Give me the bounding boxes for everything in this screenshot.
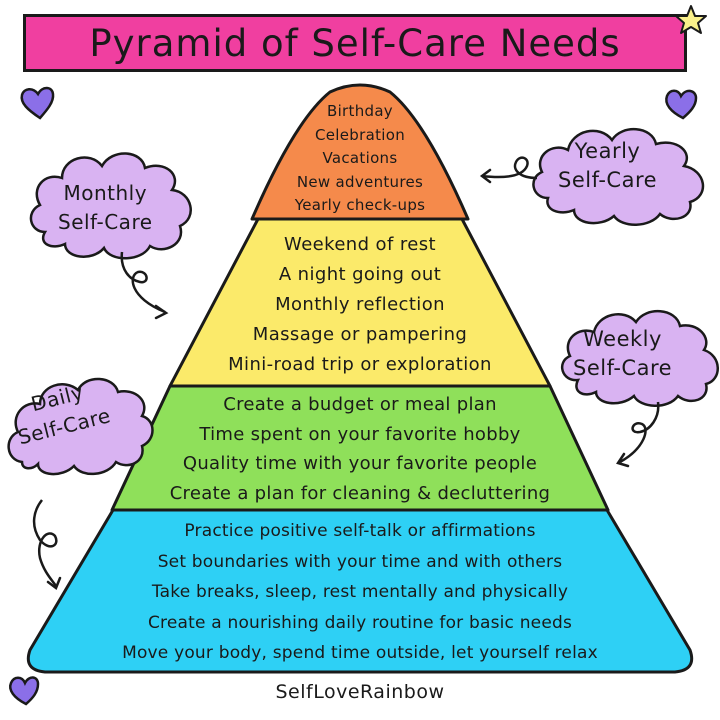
list-item: Massage or pampering [252, 324, 468, 345]
list-item: Celebration [314, 125, 405, 144]
list-item: Practice positive self-talk or affirmati… [184, 521, 536, 541]
list-item: Vacations [322, 149, 398, 168]
page-title: Pyramid of Self-Care Needs [89, 21, 621, 65]
list-item: Take breaks, sleep, rest mentally and ph… [151, 582, 569, 602]
pyramid [26, 83, 694, 674]
star-icon [675, 5, 707, 34]
heart-icon [20, 86, 55, 120]
cloud-label-yearly: Yearly Self-Care [558, 139, 658, 192]
list-item: New adventures [296, 172, 424, 191]
credit-text: SelfLoveRainbow [275, 681, 445, 703]
heart-icon [9, 676, 40, 706]
list-item: Create a plan for cleaning & declutterin… [169, 482, 551, 504]
list-item: Monthly reflection [275, 294, 445, 315]
list-item: Birthday [326, 102, 393, 120]
heart-icon [665, 89, 698, 120]
list-item: Move your body, spend time outside, let … [122, 643, 598, 663]
list-item: Create a nourishing daily routine for ba… [147, 612, 573, 633]
list-item: Time spent on your favorite hobby [199, 423, 521, 445]
tier-daily-shape [26, 508, 694, 674]
cloud-monthly [29, 152, 192, 320]
tier-yearly-list: Birthday Celebration Vacations New adven… [0, 100, 720, 218]
tier-daily-list: Practice positive self-talk or affirmati… [0, 516, 720, 669]
list-item: Mini-road trip or exploration [228, 354, 492, 375]
cloud-daily [7, 377, 154, 590]
tier-monthly-list: Weekend of rest A night going out Monthl… [0, 230, 720, 380]
tier-weekly-list: Create a budget or meal plan Time spent … [0, 390, 720, 508]
list-item: Yearly check-ups [294, 196, 426, 215]
cloud-weekly [560, 309, 719, 468]
cloud-label-weekly: Weekly Self-Care [573, 327, 673, 380]
list-item: Weekend of rest [284, 234, 436, 255]
list-item: Quality time with your favorite people [182, 453, 538, 474]
cloud-yearly [479, 127, 705, 226]
list-item: Set boundaries with your time and with o… [157, 551, 563, 572]
list-item: A night going out [278, 264, 442, 285]
title-banner: Pyramid of Self-Care Needs [23, 14, 687, 72]
tier-yearly-shape [250, 83, 470, 221]
cloud-label-monthly: Monthly Self-Care [58, 181, 153, 234]
list-item: Create a budget or meal plan [223, 394, 497, 415]
